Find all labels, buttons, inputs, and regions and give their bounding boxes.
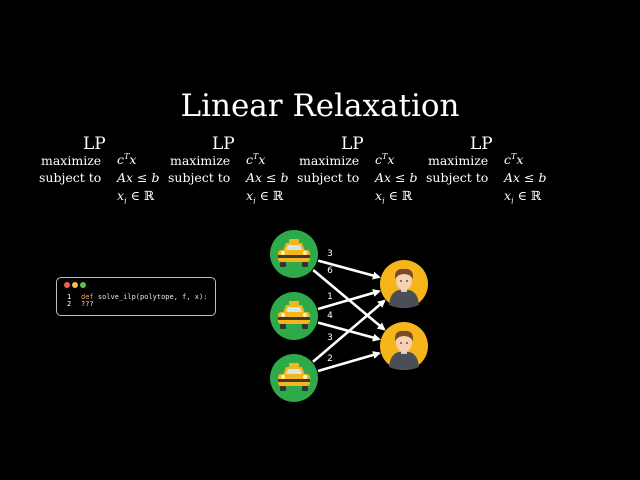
lp-heading: LP	[341, 134, 364, 154]
line-number: 2	[67, 300, 72, 308]
constraint: Ax ≤ b	[375, 170, 418, 185]
code-line: def solve_ilp(polytope, f, x):	[81, 293, 208, 301]
code-line: ???	[81, 300, 94, 308]
constraint: Ax ≤ b	[117, 170, 160, 185]
line-number: 1	[67, 293, 72, 301]
edge-weight: 1	[327, 292, 333, 302]
edge-weight: 2	[327, 354, 333, 364]
domain: xi ∈ ℝ	[375, 188, 413, 206]
lp-block-4: LP maximize subject to cTx Ax ≤ b xi ∈ ℝ	[426, 134, 555, 206]
lp-heading: LP	[470, 134, 493, 154]
close-dot-icon	[64, 282, 70, 288]
objective: cTx	[117, 152, 137, 168]
maximize-label: maximize	[170, 153, 231, 168]
edge-weight: 4	[327, 311, 333, 321]
edge-1	[317, 259, 381, 280]
subject-to-label: subject to	[39, 170, 102, 185]
domain: xi ∈ ℝ	[117, 188, 155, 206]
edge-weight: 3	[327, 333, 333, 343]
lp-heading: LP	[83, 134, 106, 154]
subject-to-label: subject to	[168, 170, 231, 185]
edge-weight: 3	[327, 249, 333, 259]
maximize-label: maximize	[428, 153, 489, 168]
person-icon	[380, 260, 428, 308]
maximize-label: maximize	[41, 153, 102, 168]
taxi-icon	[270, 230, 318, 278]
lp-block-1: LP maximize subject to cTx Ax ≤ b xi ∈ ℝ	[39, 134, 168, 206]
minimize-dot-icon	[72, 282, 78, 288]
lp-block-3: LP maximize subject to cTx Ax ≤ b xi ∈ ℝ	[297, 134, 426, 206]
slide-title: Linear Relaxation	[180, 88, 460, 124]
person-icon	[380, 322, 428, 370]
edge-3	[317, 289, 381, 311]
objective: cTx	[375, 152, 395, 168]
edge-5	[312, 299, 386, 363]
lp-block-2: LP maximize subject to cTx Ax ≤ b xi ∈ ℝ	[168, 134, 297, 206]
domain: xi ∈ ℝ	[246, 188, 284, 206]
constraint: Ax ≤ b	[504, 170, 547, 185]
maximize-label: maximize	[299, 153, 360, 168]
code-window: 1 def solve_ilp(polytope, f, x): 2 ???	[56, 277, 216, 316]
maximize-dot-icon	[80, 282, 86, 288]
taxi-icon	[270, 354, 318, 402]
edge-6	[317, 351, 381, 373]
constraint: Ax ≤ b	[246, 170, 289, 185]
taxi-icon	[270, 292, 318, 340]
objective: cTx	[246, 152, 266, 168]
edge-weight: 6	[327, 266, 333, 276]
lp-heading: LP	[212, 134, 235, 154]
objective: cTx	[504, 152, 524, 168]
subject-to-label: subject to	[426, 170, 489, 185]
subject-to-label: subject to	[297, 170, 360, 185]
domain: xi ∈ ℝ	[504, 188, 542, 206]
